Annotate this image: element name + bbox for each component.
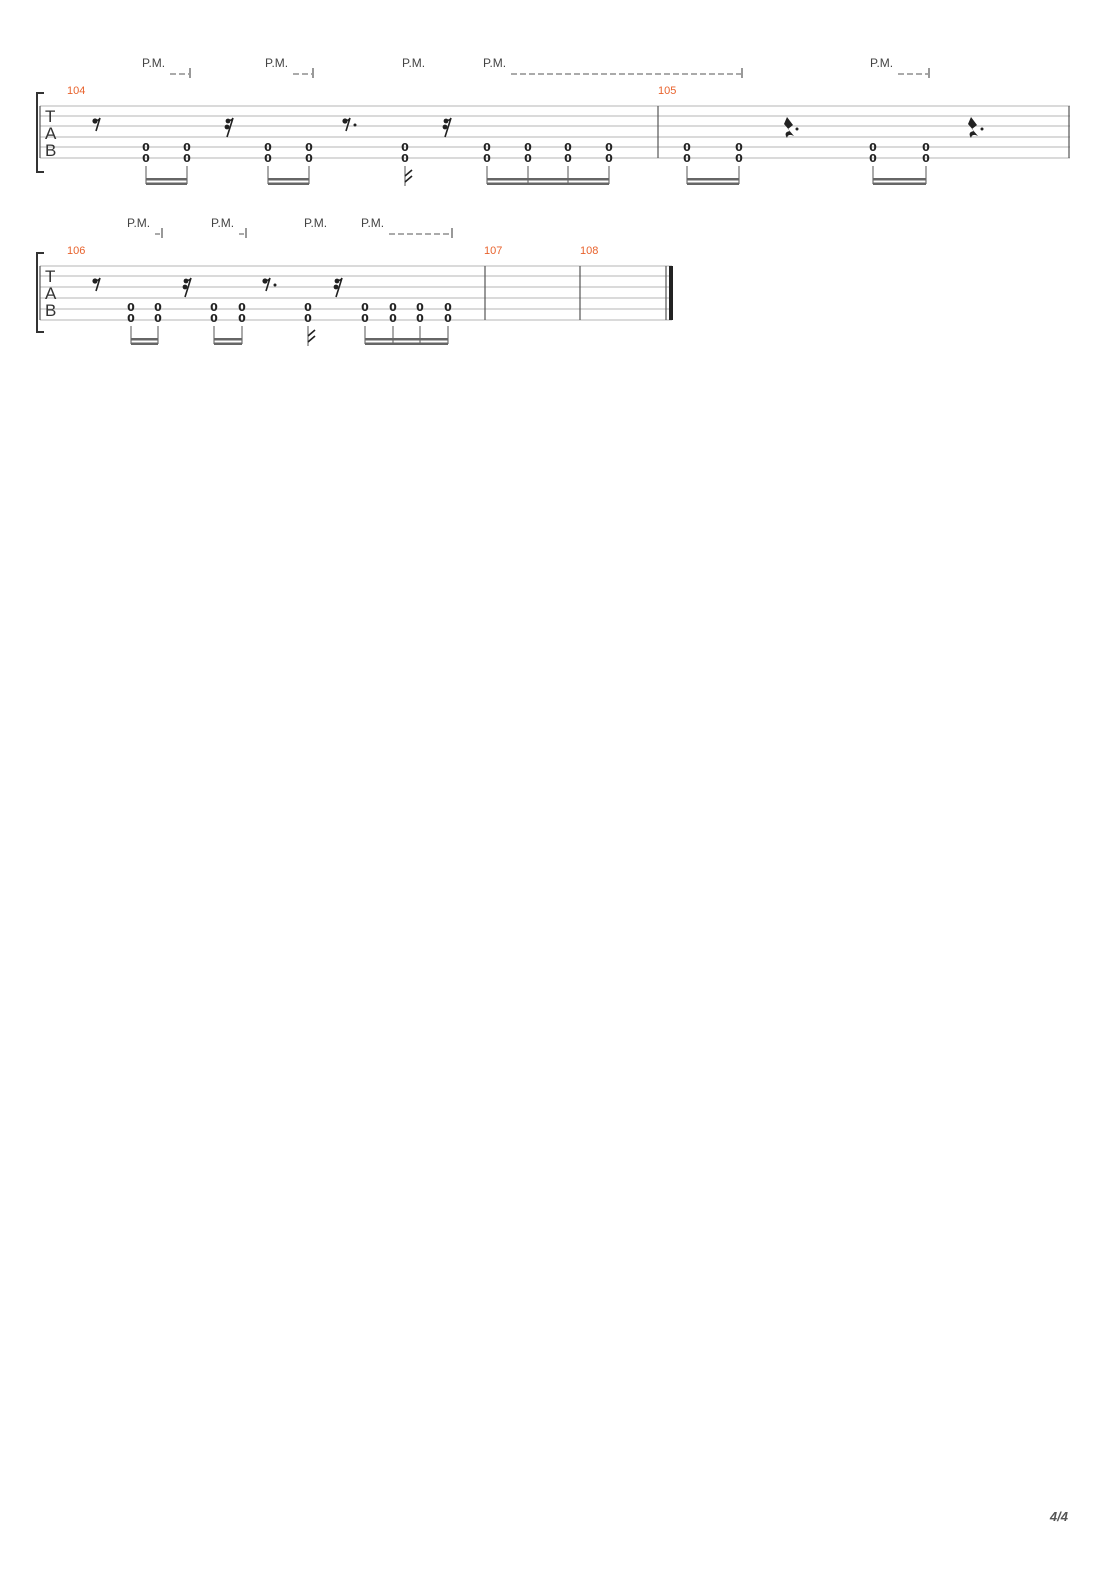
svg-text:B: B xyxy=(45,141,56,160)
svg-text:T: T xyxy=(45,267,55,286)
fret-number: 0 xyxy=(304,312,312,325)
fret-number: 0 xyxy=(564,152,572,165)
fret-number: 0 xyxy=(483,141,491,154)
fret-number: 0 xyxy=(683,141,691,154)
fret-number: 0 xyxy=(922,152,930,165)
fret-number: 0 xyxy=(416,301,424,314)
dotted-quarter-rest xyxy=(968,117,984,138)
fret-number: 0 xyxy=(264,141,272,154)
palm-mute-label: P.M. xyxy=(402,56,425,70)
bar-number: 105 xyxy=(658,85,676,97)
measure-106: 0 0 0 0 0 0 0 0 xyxy=(92,277,452,346)
fret-number: 0 xyxy=(238,312,246,325)
palm-mute-label: P.M. xyxy=(304,216,327,230)
palm-mute-label: P.M. xyxy=(361,216,384,230)
fret-number: 0 xyxy=(154,301,162,314)
fret-number: 0 xyxy=(361,301,369,314)
svg-text:A: A xyxy=(45,284,57,303)
fret-number: 0 xyxy=(444,301,452,314)
fret-number: 0 xyxy=(305,152,313,165)
svg-text:A: A xyxy=(45,124,57,143)
fret-number: 0 xyxy=(524,141,532,154)
fret-number: 0 xyxy=(361,312,369,325)
dotted-eighth-rest xyxy=(262,277,277,292)
palm-mute-label: P.M. xyxy=(483,56,506,70)
fret-number: 0 xyxy=(869,141,877,154)
fret-number: 0 xyxy=(305,141,313,154)
fret-number: 0 xyxy=(127,312,135,325)
system-brace xyxy=(36,252,44,333)
fret-number: 0 xyxy=(304,301,312,314)
palm-mute-label: P.M. xyxy=(870,56,893,70)
palm-mute-label: P.M. xyxy=(142,56,165,70)
fret-number: 0 xyxy=(444,312,452,325)
bar-number: 104 xyxy=(67,85,85,97)
eighth-rest xyxy=(92,277,101,292)
palm-mute-markings-row-1: P.M. P.M. P.M. P.M. P.M. xyxy=(142,56,930,78)
fret-number: 0 xyxy=(401,152,409,165)
fret-number: 0 xyxy=(683,152,691,165)
fret-number: 0 xyxy=(416,312,424,325)
fret-number: 0 xyxy=(210,301,218,314)
fret-number: 0 xyxy=(183,141,191,154)
fret-number: 0 xyxy=(238,301,246,314)
fret-number: 0 xyxy=(869,152,877,165)
palm-mute-label: P.M. xyxy=(127,216,150,230)
fret-number: 0 xyxy=(183,152,191,165)
fret-number: 0 xyxy=(524,152,532,165)
palm-mute-markings-row-2: P.M. P.M. P.M. P.M. xyxy=(127,216,453,238)
final-barline-thick xyxy=(669,266,673,320)
fret-number: 0 xyxy=(142,152,150,165)
sixteenth-rest xyxy=(224,117,234,138)
fret-number: 0 xyxy=(264,152,272,165)
fret-number: 0 xyxy=(389,301,397,314)
fret-number: 0 xyxy=(605,152,613,165)
palm-mute-label: P.M. xyxy=(211,216,234,230)
system-2: P.M. P.M. P.M. P.M. 106 107 108 T A xyxy=(36,216,673,346)
staff-lines xyxy=(40,265,672,321)
fret-number: 0 xyxy=(154,312,162,325)
beam xyxy=(146,182,187,185)
fret-number: 0 xyxy=(401,141,409,154)
bar-number: 107 xyxy=(484,245,502,257)
dotted-eighth-rest xyxy=(342,117,357,132)
fret-number: 0 xyxy=(735,152,743,165)
dotted-quarter-rest xyxy=(784,117,799,138)
fret-number: 0 xyxy=(605,141,613,154)
bar-number: 108 xyxy=(580,245,598,257)
staff-lines xyxy=(40,105,1070,159)
sixteenth-rest xyxy=(442,117,452,138)
page-number: 4/4 xyxy=(1049,1509,1068,1524)
fret-number: 0 xyxy=(735,141,743,154)
fret-number: 0 xyxy=(483,152,491,165)
fret-number: 0 xyxy=(389,312,397,325)
system-brace xyxy=(36,92,44,173)
fret-number: 0 xyxy=(210,312,218,325)
sixteenth-rest xyxy=(182,277,192,298)
fret-number: 0 xyxy=(142,141,150,154)
beam xyxy=(146,178,187,181)
eighth-rest xyxy=(92,117,101,132)
bar-number: 106 xyxy=(67,245,85,257)
svg-text:B: B xyxy=(45,301,56,320)
measure-104: 0 0 0 0 0 0 0 0 xyxy=(92,117,613,186)
palm-mute-label: P.M. xyxy=(265,56,288,70)
tab-clef: T A B xyxy=(45,267,57,320)
fret-number: 0 xyxy=(564,141,572,154)
measure-105: 0 0 0 0 0 0 0 0 xyxy=(683,117,984,185)
sixteenth-rest xyxy=(333,277,343,298)
system-1: P.M. P.M. P.M. P.M. P.M. 104 105 xyxy=(36,56,1070,186)
svg-text:T: T xyxy=(45,107,55,126)
fret-number: 0 xyxy=(127,301,135,314)
tab-clef: T A B xyxy=(45,107,57,160)
fret-number: 0 xyxy=(922,141,930,154)
